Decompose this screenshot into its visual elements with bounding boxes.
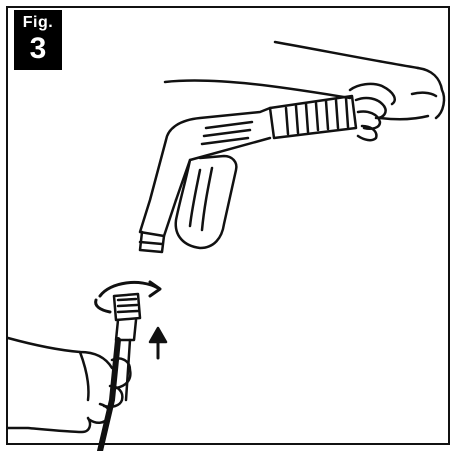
lower-hand-icon <box>8 338 130 432</box>
spray-gun-icon <box>140 96 356 252</box>
hose-icon <box>100 294 140 451</box>
figure-label: Fig. <box>14 14 62 32</box>
upper-hand-icon <box>165 42 444 140</box>
push-arrow-icon <box>150 328 166 358</box>
rotate-arrow-icon <box>96 282 160 312</box>
figure-number: 3 <box>14 32 62 66</box>
figure-badge: Fig. 3 <box>14 10 62 70</box>
